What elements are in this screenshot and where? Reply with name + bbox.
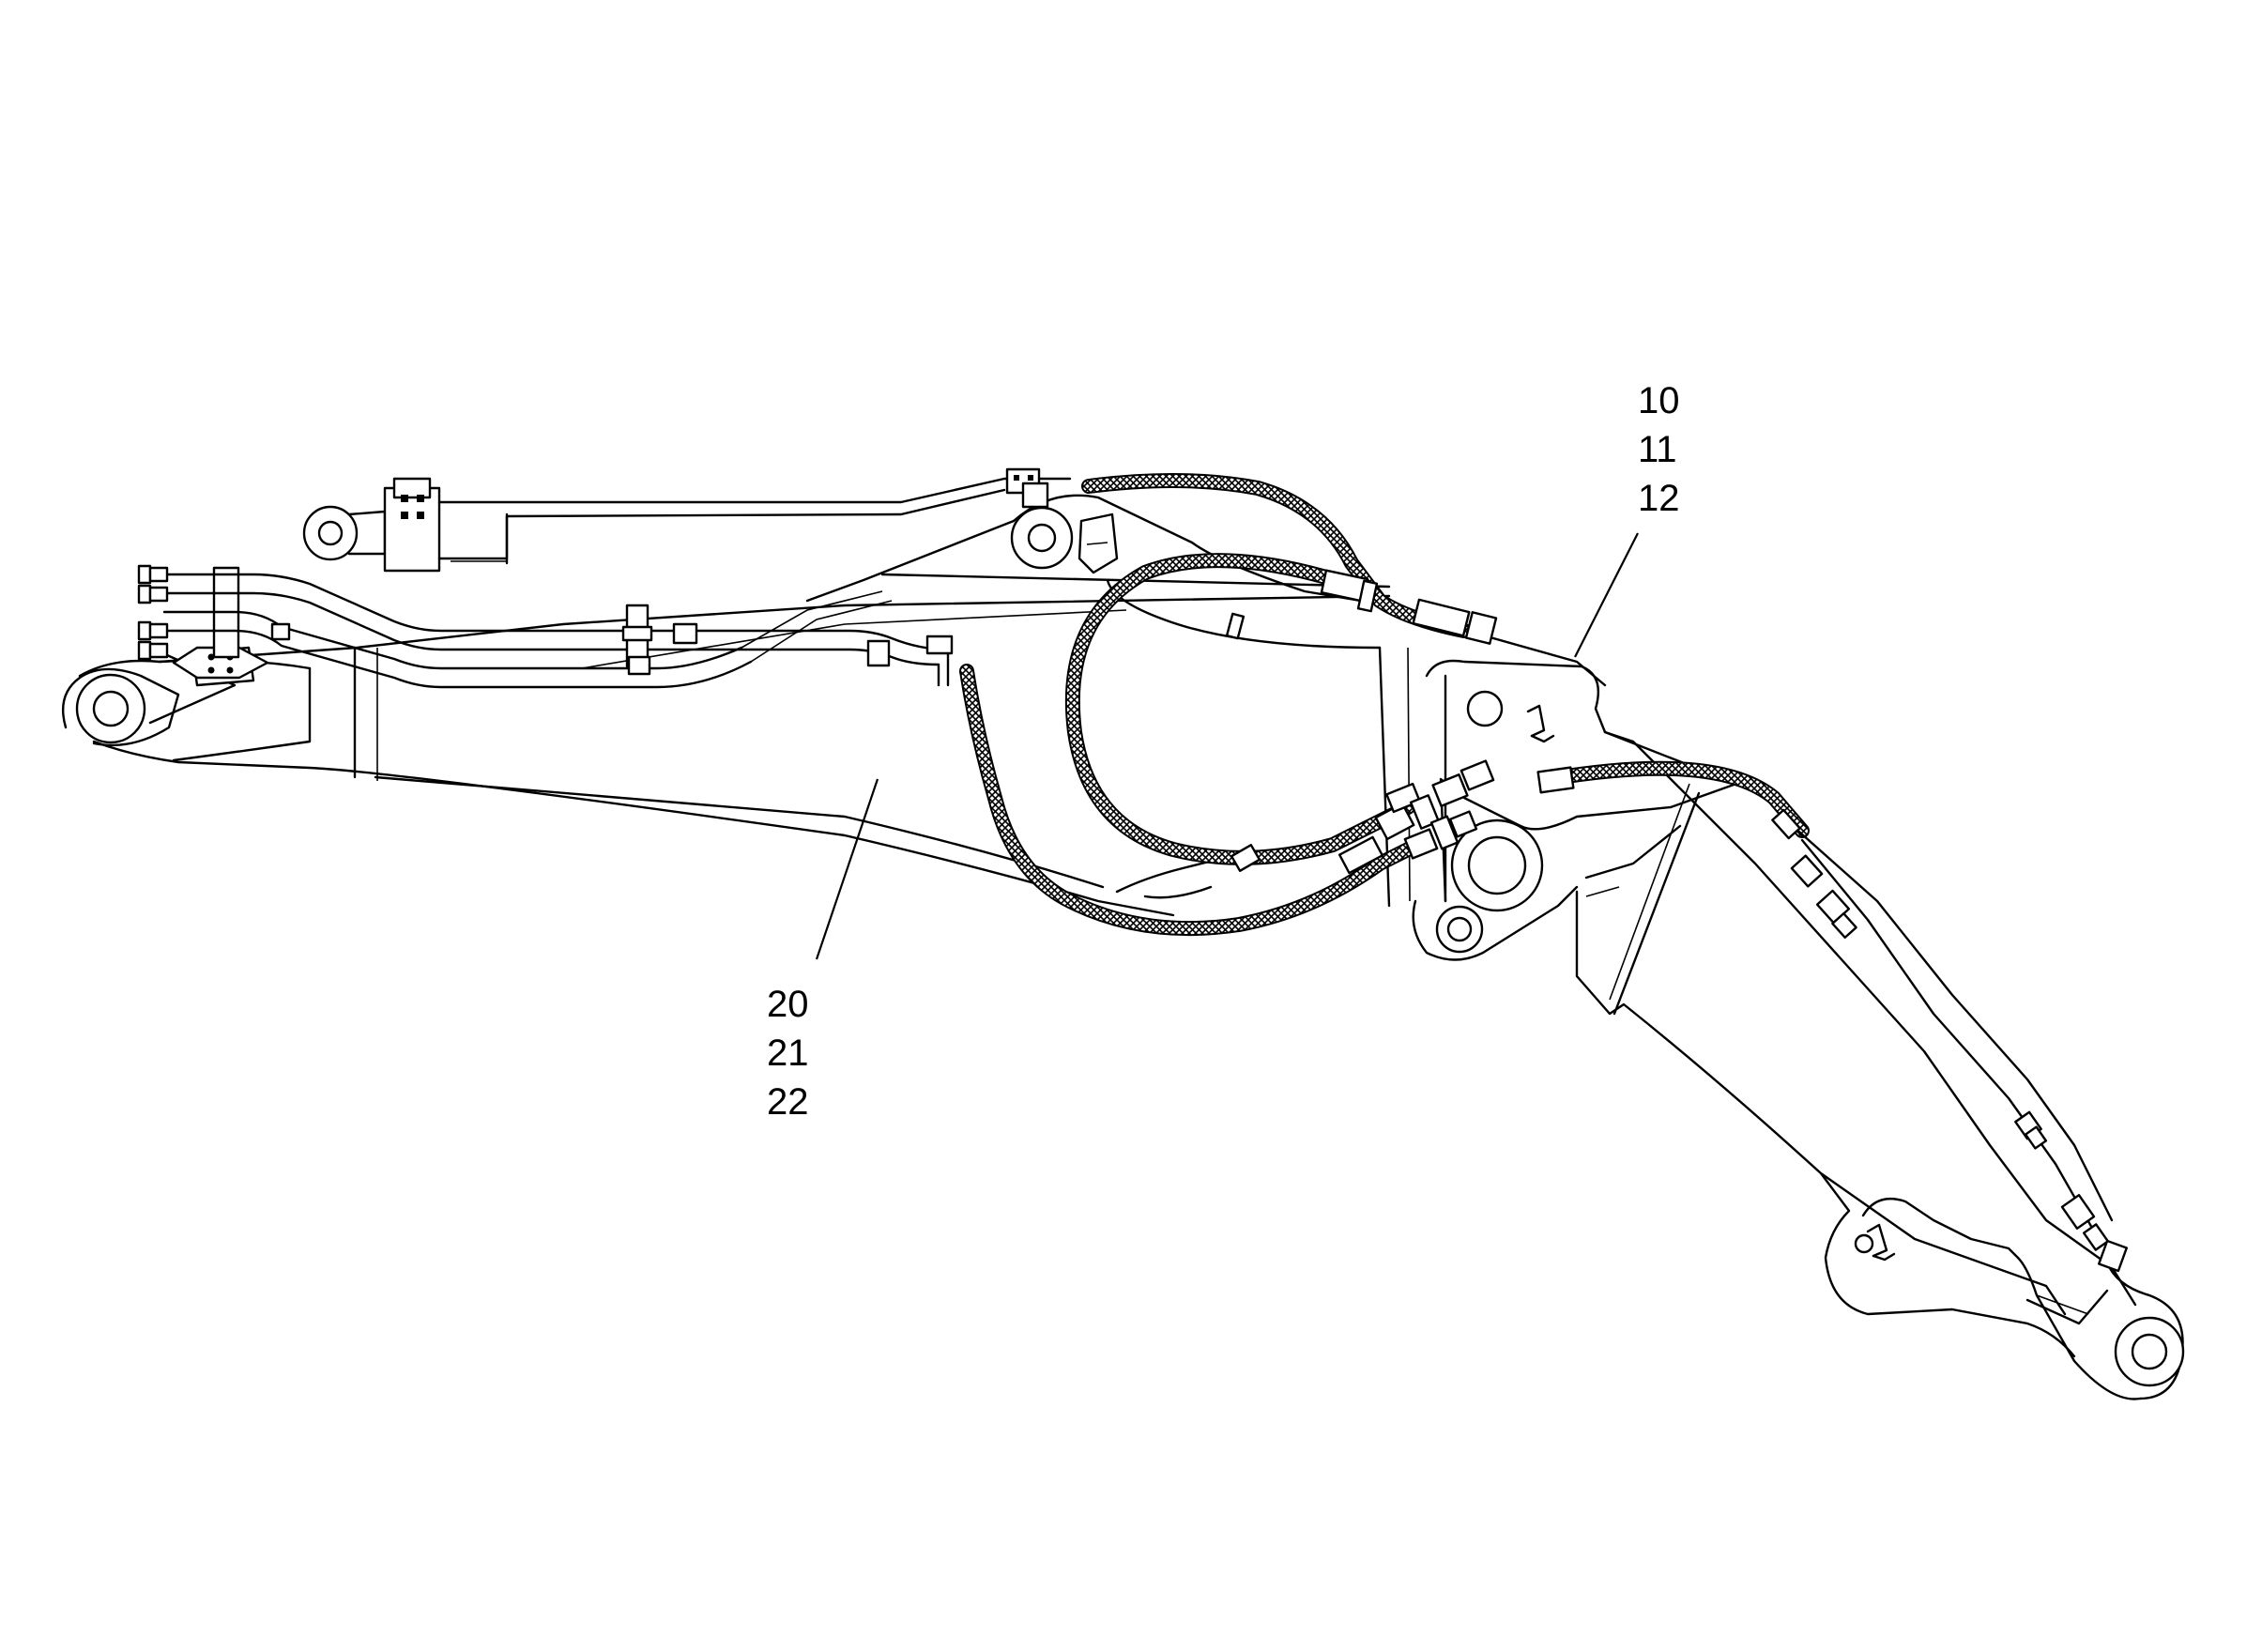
callout-lower: 20 21 22 <box>767 984 809 1123</box>
callout-lower-line-1: 20 <box>767 984 809 1025</box>
leader-line-lower <box>815 778 879 960</box>
leader-lines <box>815 532 1639 960</box>
arm-nose-bracket <box>172 566 269 687</box>
boom-structure <box>805 494 2185 1400</box>
pipe-clamp <box>621 604 954 676</box>
callout-upper-line-3: 12 <box>1638 478 1680 519</box>
callout-upper-line-1: 10 <box>1638 380 1680 421</box>
callout-upper-line-2: 11 <box>1638 429 1677 470</box>
arm-nose-pin <box>75 673 146 744</box>
callout-lower-line-3: 22 <box>767 1081 809 1123</box>
callout-upper: 10 11 12 <box>1638 380 1680 519</box>
boom-line-fittings <box>1771 808 2128 1273</box>
arm-structure <box>61 594 1391 917</box>
rod-end-clamp <box>1005 467 1049 509</box>
line-end-fittings <box>137 564 291 661</box>
hose-fittings <box>1230 569 1575 875</box>
leader-line-upper <box>1574 532 1639 658</box>
hydraulic-hoses <box>959 472 1810 937</box>
boom-cylinder <box>302 477 1072 573</box>
steel-lines <box>162 573 1391 689</box>
callout-lower-line-2: 21 <box>767 1032 809 1074</box>
